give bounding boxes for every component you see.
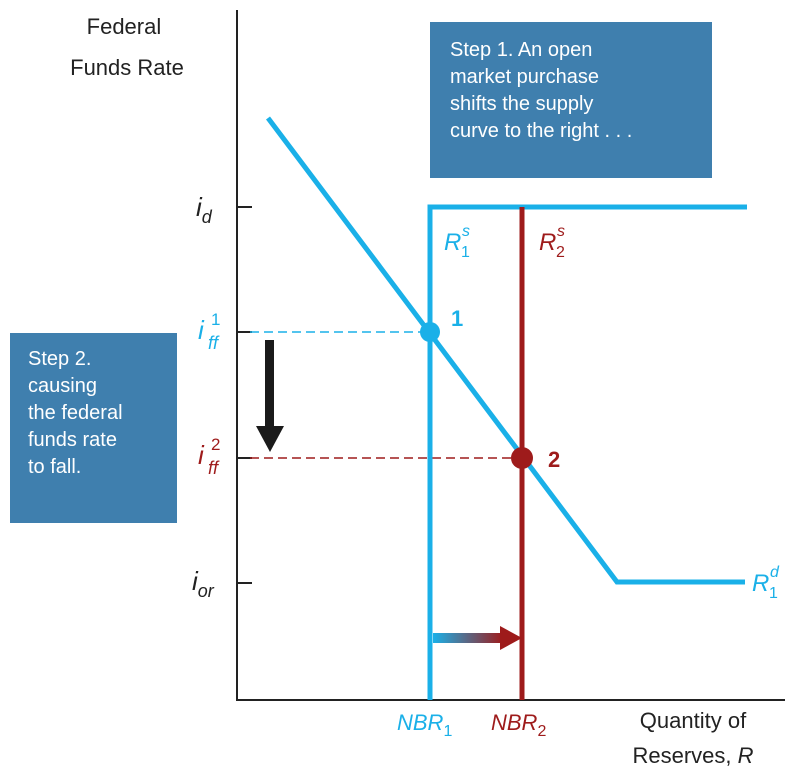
label-ior: ior xyxy=(192,566,215,601)
label-r1s-sub: 1 xyxy=(461,244,470,261)
label-iff1: i xyxy=(198,315,205,345)
label-r2s-sub: 2 xyxy=(556,244,565,261)
step2-line: funds rate xyxy=(28,429,117,451)
label-r1d-sub: 1 xyxy=(769,585,778,602)
label-r1s-sup: s xyxy=(462,223,470,240)
step2-line: to fall. xyxy=(28,456,82,478)
step2-line: the federal xyxy=(28,402,123,424)
label-r2s: R xyxy=(539,229,556,256)
label-r2s-sup: s xyxy=(557,223,565,240)
label-iff2: i xyxy=(198,440,205,470)
step2-line: Step 2. xyxy=(28,348,92,370)
label-iff2-sub: ff xyxy=(208,458,220,478)
shift-arrow xyxy=(433,626,522,650)
equilibrium-point-1 xyxy=(420,322,440,342)
step1-callout: Step 1. An open market purchase shifts t… xyxy=(430,22,712,178)
y-axis-title: Federal Funds Rate xyxy=(70,14,184,80)
label-iff1-sup: 1 xyxy=(211,310,220,329)
supply-curve-1 xyxy=(427,204,747,700)
label-id: id xyxy=(196,192,213,227)
step1-line: curve to the right . . . xyxy=(450,120,633,142)
label-r1d-sup: d xyxy=(770,564,780,581)
label-point-2: 2 xyxy=(548,447,560,472)
label-r1d: R xyxy=(752,570,769,597)
step1-line: Step 1. An open xyxy=(450,39,593,61)
label-point-1: 1 xyxy=(451,306,463,331)
step2-line: causing xyxy=(28,375,97,397)
step1-line: market purchase xyxy=(450,66,599,88)
label-nbr2: NBR2 xyxy=(491,710,546,740)
step2-callout: Step 2. causing the federal funds rate t… xyxy=(10,333,177,523)
label-r1s: R xyxy=(444,229,461,256)
step1-line: shifts the supply xyxy=(450,93,594,115)
demand-curve xyxy=(266,116,745,585)
x-axis-title-line1: Quantity of xyxy=(640,708,747,733)
label-iff2-sup: 2 xyxy=(211,435,220,454)
x-axis-title-line2: Reserves, R xyxy=(632,743,753,768)
label-iff1-sub: ff xyxy=(208,333,220,353)
equilibrium-point-2 xyxy=(511,447,533,469)
label-nbr1: NBR1 xyxy=(397,710,452,740)
down-arrow xyxy=(256,340,284,452)
